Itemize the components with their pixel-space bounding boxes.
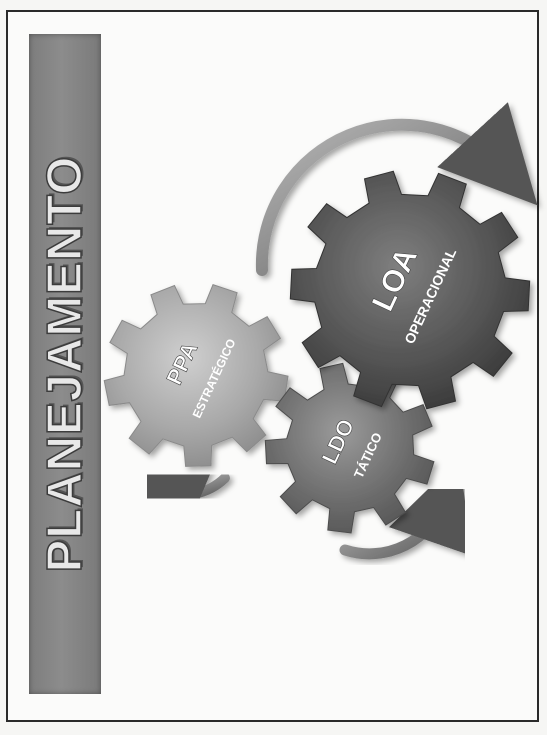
ldo-gear xyxy=(265,363,434,533)
ppa-gear xyxy=(104,285,288,467)
rotation-arrow-ppa xyxy=(160,478,225,495)
